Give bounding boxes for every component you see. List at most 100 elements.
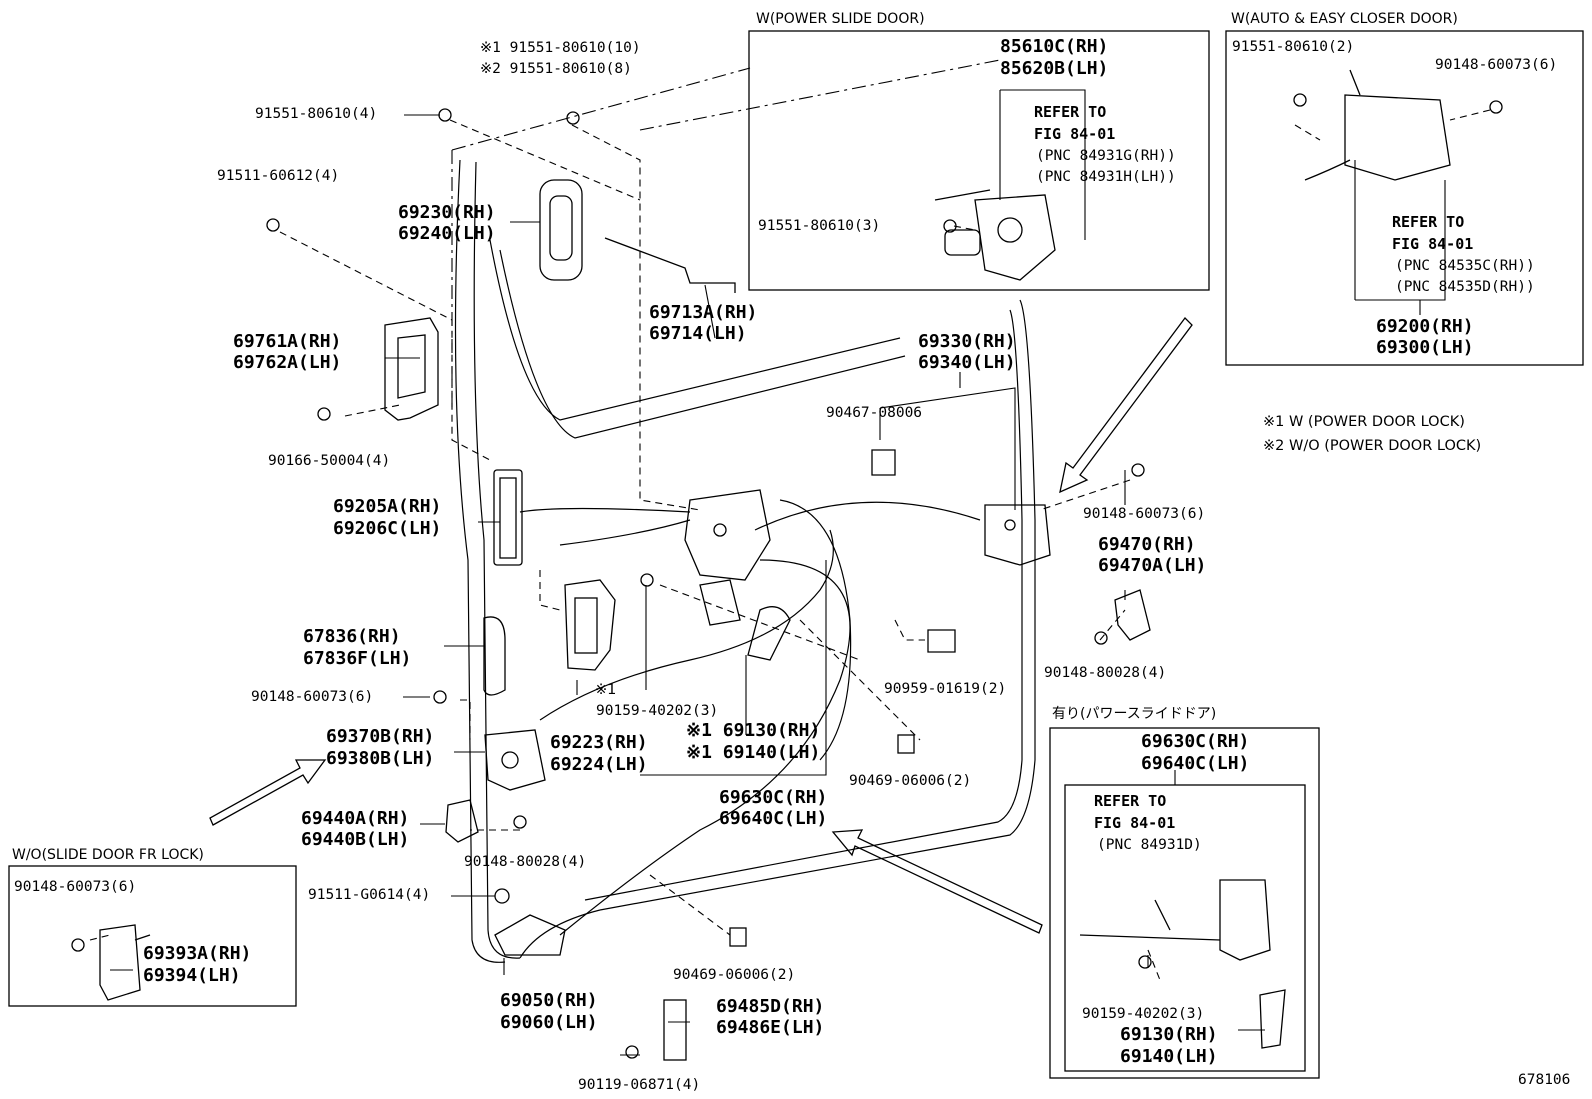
door-outline-dashdot [451,59,1001,410]
refer-closer-3: (PNC 84535C(RH)) [1395,258,1535,274]
part-69300: 69300(LH) [1376,337,1474,358]
center-lock [684,489,771,581]
note-mark2: ※2 W/O (POWER DOOR LOCK) [1263,438,1482,454]
part-69130: ※1 69130(RH) [686,720,821,741]
lower-guide [663,999,687,1061]
part-69224: 69224(LH) [550,754,648,775]
auto-closer-box [1225,30,1584,366]
clamp-90469-a: 90469-06006(2) [849,773,972,789]
header-ari-power: 有り(パワースライドドア) [1052,706,1217,722]
clamp-b [729,927,747,947]
cables [519,499,981,936]
clip-90959: 90959-01619(2) [884,681,1007,697]
bolt-91551-2: 91551-80610(2) [1232,39,1355,55]
bolt-90148-closer: 90148-60073(6) [1435,57,1558,73]
dashed-leaders [89,109,1491,1061]
bolt-90119: 90119-06871(4) [578,1077,701,1093]
refer-power-4: (PNC 84931H(LH)) [1036,169,1176,185]
refer-power-3: (PNC 84931G(RH)) [1036,148,1176,164]
part-69130-box: 69130(RH) [1120,1024,1218,1045]
bolt-90148-80028-right: 90148-80028(4) [1044,665,1167,681]
mark-s1: ※1 [595,682,617,698]
part-69440b: 69440B(LH) [301,829,410,850]
part-69230: 69230(RH) [398,202,496,223]
refer-power-2: FIG 84-01 [1034,125,1116,143]
bolt-90148-80028-center: 90148-80028(4) [464,854,587,870]
part-69440a: 69440A(RH) [301,808,410,829]
ari-power-inner-box [1064,784,1306,1072]
part-69050: 69050(RH) [500,990,598,1011]
part-69713a: 69713A(RH) [649,302,758,323]
clamp-a [897,734,915,754]
diagram-id: 678106 [1518,1072,1571,1088]
refer-power-1: REFER TO [1034,103,1107,121]
bolt-91511-4: 91511-60612(4) [217,168,340,184]
part-69205a: 69205A(RH) [333,496,442,517]
rear-lock [984,504,1051,566]
part-69485d: 69485D(RH) [716,996,825,1017]
power-lock-assy [974,194,1056,281]
bolt-91511-g0614: 91511-G0614(4) [308,887,431,903]
part-85620b: 85620B(LH) [1000,58,1109,79]
closer-assy [1344,94,1451,181]
part-69486e: 69486E(LH) [716,1017,825,1038]
header-auto-closer: W(AUTO & EASY CLOSER DOOR) [1231,11,1458,27]
refer-closer-4: (PNC 84535D(RH)) [1395,279,1535,295]
part-69330: 69330(RH) [918,331,1016,352]
part-69340: 69340(LH) [918,352,1016,373]
part-69761a: 69761A(RH) [233,331,342,352]
note-mark1: ※1 W (POWER DOOR LOCK) [1263,414,1465,430]
refer-closer-2: FIG 84-01 [1392,235,1474,253]
inside-handle [384,317,439,421]
part-69200: 69200(RH) [1376,316,1474,337]
clamp [871,449,896,476]
part-69140-box: 69140(LH) [1120,1046,1218,1067]
bolt-91551-4: 91551-80610(4) [255,106,378,122]
part-69380b: 69380B(LH) [326,748,435,769]
part-85610c: 85610C(RH) [1000,36,1109,57]
pointer-arrows [209,317,1193,934]
part-69630c: 69630C(RH) [719,787,828,808]
lock-cover [564,579,616,671]
part-69206c: 69206C(LH) [333,518,442,539]
part-69470: 69470(RH) [1098,534,1196,555]
refer-closer-1: REFER TO [1392,213,1465,231]
part-69223: 69223(RH) [550,732,648,753]
outside-handle [539,179,583,281]
remote-control [493,469,523,566]
door-outline [454,159,1036,963]
part-69630c-box: 69630C(RH) [1141,731,1250,752]
part-67836f: 67836F(LH) [303,648,412,669]
clamp-90467: 90467-08006 [826,405,923,421]
ari-lock-assy [1219,879,1271,961]
part-69470a: 69470A(LH) [1098,555,1207,576]
rear-striker [1114,589,1151,641]
lock-actuator [747,606,791,661]
bolt-91551-3: 91551-80610(3) [758,218,881,234]
part-sketches [71,69,1503,1061]
bolt-90148-left: 90148-60073(6) [251,689,374,705]
clamp-90469-b: 90469-06006(2) [673,967,796,983]
bolt-mark2-91551: ※2 91551-80610(8) [480,61,632,77]
bolt-90166: 90166-50004(4) [268,453,391,469]
part-69240: 69240(LH) [398,223,496,244]
part-69140: ※1 69140(LH) [686,742,821,763]
bolt-90159: 90159-40202(3) [596,703,719,719]
part-69060: 69060(LH) [500,1012,598,1033]
part-69370b: 69370B(RH) [326,726,435,747]
part-69640c-box: 69640C(LH) [1141,753,1250,774]
bolt-wo-90148: 90148-60073(6) [14,879,137,895]
refer-ari-1: REFER TO [1094,792,1167,810]
part-69762a: 69762A(LH) [233,352,342,373]
lower-hinge [494,914,566,956]
part-69394: 69394(LH) [143,965,241,986]
header-wo-fr-lock: W/O(SLIDE DOOR FR LOCK) [12,847,204,863]
leader-lines [110,89,1446,1056]
part-69393a: 69393A(RH) [143,943,252,964]
part-67836: 67836(RH) [303,626,401,647]
refer-ari-3: (PNC 84931D) [1097,837,1202,853]
bolt-mark1-91551: ※1 91551-80610(10) [480,40,641,56]
clip [927,629,956,653]
